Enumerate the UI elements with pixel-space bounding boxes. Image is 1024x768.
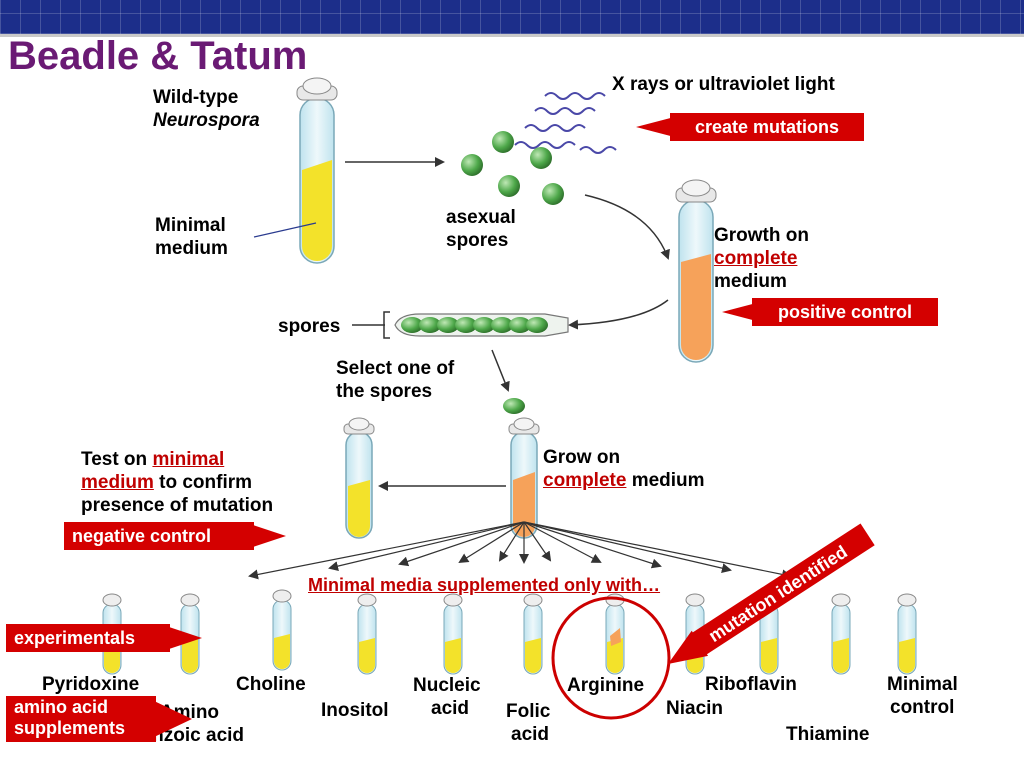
tube-arginine [605, 593, 625, 675]
minimal-medium-pointer [253, 222, 317, 238]
asexual-spores-label-line2: spores [446, 230, 509, 251]
test-medium-word: medium [81, 472, 154, 493]
test-presence-label: presence of mutation [81, 495, 274, 516]
slide-title: Beadle & Tatum [8, 34, 308, 78]
label-folic-line2: acid [511, 724, 550, 745]
supplemented-heading: Minimal media supplemented only with… [308, 575, 661, 595]
select-spore-label-line1: Select one of [336, 358, 455, 379]
arrow-select-spore [491, 349, 510, 392]
tube-folic-acid [523, 593, 543, 675]
label-inositol: Inositol [321, 700, 389, 721]
label-pyridoxine: Pyridoxine [42, 674, 140, 695]
test-confirm-word: to confirm [153, 472, 253, 493]
label-thiamine: Thiamine [786, 724, 870, 745]
positive-control-text: positive control [752, 298, 938, 326]
negative-control-arrow [250, 524, 286, 548]
test-on-label: Test on minimal [81, 448, 224, 471]
header-bar [0, 0, 1024, 34]
test-minimal-word: minimal [152, 449, 225, 470]
xray-waves [514, 92, 617, 154]
xrays-label: X rays or ultraviolet light [612, 74, 835, 95]
growth-on-label: Growth on [714, 225, 809, 246]
minimal-medium-label-line1: Minimal [155, 215, 226, 236]
medium-label: medium [714, 271, 787, 292]
arrow-to-growth-tube [584, 194, 670, 260]
grow-on-label: Grow on [543, 447, 621, 468]
label-minimal-control-line1: Minimal [887, 674, 958, 695]
label-minimal-control-line2: control [890, 697, 955, 718]
label-arginine: Arginine [567, 675, 645, 696]
create-mutations-text: create mutations [670, 113, 864, 141]
test-minimal-tube [343, 417, 375, 539]
complete-medium-tube [675, 179, 717, 363]
grow-medium-word: medium [626, 470, 705, 491]
header-divider [0, 34, 1024, 37]
label-nucleic-line1: Nucleic [413, 675, 481, 696]
spore-pod [352, 311, 569, 339]
minimal-medium-label-line2: medium [155, 238, 228, 259]
positive-control-callout: positive control [722, 298, 938, 326]
tube-choline [272, 589, 292, 671]
amino-acid-callout: amino acid supplements [6, 696, 192, 742]
asexual-spores [461, 131, 564, 205]
label-nucleic-line2: acid [431, 698, 470, 719]
label-folic-line1: Folic [506, 701, 551, 722]
selected-spore [503, 398, 525, 414]
tube-nucleic-acid [443, 593, 463, 675]
grow-complete-word: complete [543, 470, 627, 491]
label-choline: Choline [236, 674, 306, 695]
neurospora-label: Neurospora [153, 110, 260, 131]
tube-minimal-control [897, 593, 917, 675]
spores-label: spores [278, 316, 341, 337]
wild-type-tube [296, 77, 338, 264]
experimentals-arrow [166, 626, 202, 650]
tube-thiamine [831, 593, 851, 675]
grow-complete-tube [508, 417, 540, 539]
amino-acid-arrow [152, 700, 192, 738]
asexual-spores-label-line1: asexual [446, 207, 516, 228]
experimentals-callout: experimentals [6, 624, 202, 652]
label-riboflavin: Riboflavin [705, 674, 797, 695]
test-on-word: Test on [81, 449, 153, 470]
complete-label: complete [714, 248, 798, 269]
amino-acid-text-line1: amino acid [14, 697, 109, 717]
supplement-tubes [102, 589, 917, 675]
amino-acid-text-line2: supplements [14, 718, 126, 738]
negative-control-text: negative control [64, 522, 254, 550]
label-niacin: Niacin [666, 698, 724, 719]
create-mutations-callout: create mutations [636, 113, 864, 141]
amino-acid-box [6, 696, 156, 742]
tube-inositol [357, 593, 377, 675]
wild-type-label: Wild-type [153, 87, 239, 108]
arginine-highlight-circle [551, 596, 671, 720]
fan-arrows [248, 521, 792, 580]
grow-complete-medium-label: complete medium [543, 469, 705, 492]
test-confirm-label: medium to confirm [81, 471, 252, 494]
negative-control-callout: negative control [64, 522, 286, 550]
select-spore-label-line2: the spores [336, 381, 433, 402]
arrow-to-spore-pod [568, 299, 669, 330]
experimentals-text: experimentals [6, 624, 170, 652]
